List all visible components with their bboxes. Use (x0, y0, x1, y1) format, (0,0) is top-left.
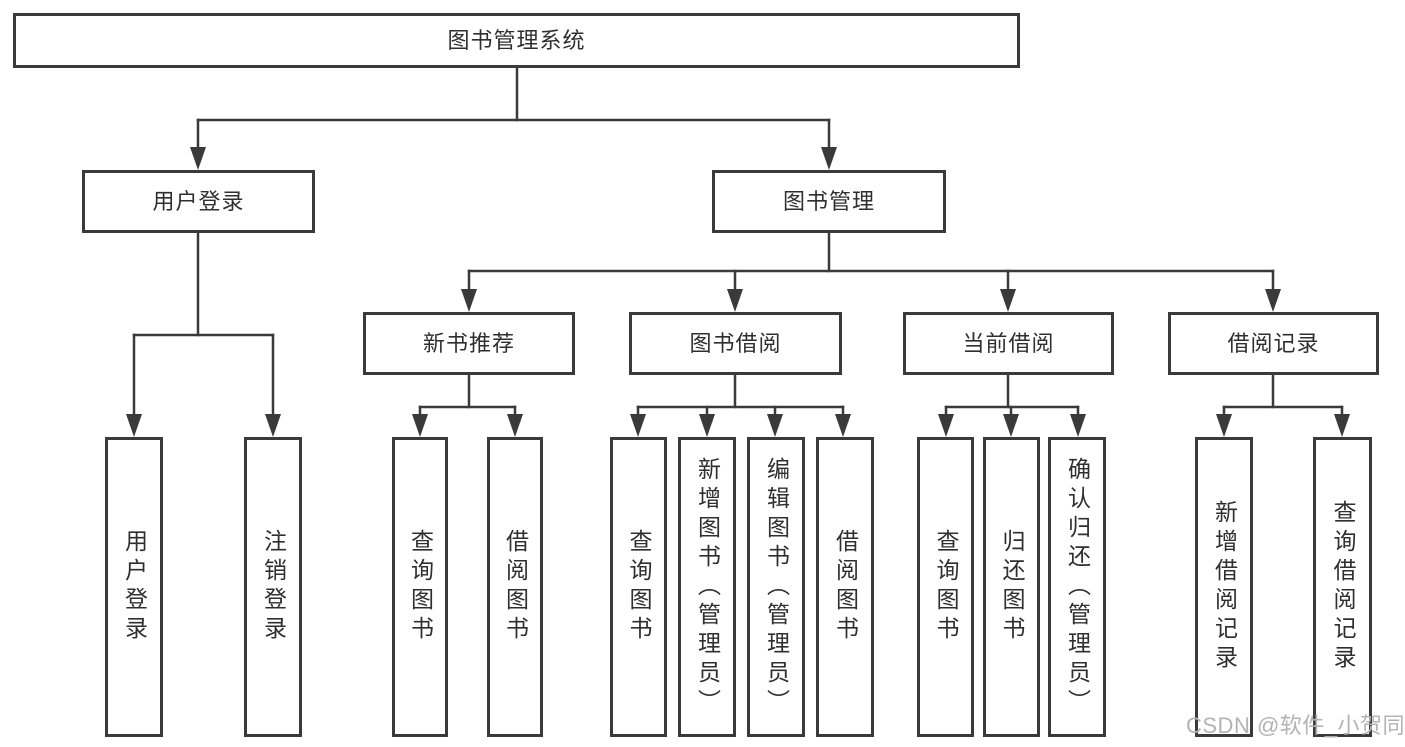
node-label: 查询图书 (626, 529, 652, 645)
leaf-cb-query-books: 查询图书 (917, 437, 974, 737)
leaf-br-query-record: 查询借阅记录 (1313, 437, 1372, 737)
watermark-text: CSDN @软件_小贺同学 (1186, 713, 1405, 738)
node-label: 查询借阅记录 (1330, 500, 1356, 674)
leaf-user-login: 用户登录 (105, 437, 163, 737)
node-label: 确认归还（管理员） (1064, 456, 1091, 718)
watermark: CSDN @软件_小贺同学 (1186, 713, 1405, 739)
node-label: 新增借阅记录 (1211, 500, 1238, 674)
node-label: 图书借阅 (689, 330, 782, 356)
node-label: 借阅图书 (832, 529, 859, 645)
node-label: 图书管理 (782, 188, 875, 214)
node-book-management: 图书管理 (712, 170, 946, 233)
node-label: 查询图书 (407, 529, 434, 645)
node-current-borrow: 当前借阅 (903, 312, 1114, 375)
leaf-bb-query-books: 查询图书 (610, 437, 667, 737)
node-library-management-system: 图书管理系统 (13, 13, 1020, 68)
leaf-bb-borrow-books: 借阅图书 (816, 437, 874, 737)
node-book-borrow: 图书借阅 (629, 312, 842, 375)
arrowhead-icons (126, 147, 1350, 437)
node-label: 注销登录 (260, 529, 287, 645)
leaf-bb-edit-book-admin: 编辑图书（管理员） (747, 437, 805, 737)
leaf-cb-return-books: 归还图书 (983, 437, 1040, 737)
node-label: 图书管理系统 (447, 27, 586, 53)
node-label: 归还图书 (999, 529, 1025, 645)
node-label: 用户登录 (152, 188, 245, 214)
node-label: 新增图书（管理员） (694, 456, 721, 718)
node-label: 借阅图书 (502, 529, 529, 645)
leaf-bb-add-book-admin: 新增图书（管理员） (678, 437, 736, 737)
node-label: 借阅记录 (1227, 330, 1320, 356)
node-label: 当前借阅 (962, 330, 1055, 356)
node-label: 新书推荐 (422, 330, 515, 356)
leaf-nbr-borrow-books: 借阅图书 (487, 437, 543, 737)
leaf-cb-confirm-return-admin: 确认归还（管理员） (1048, 437, 1106, 737)
node-new-book-recommend: 新书推荐 (363, 312, 575, 375)
node-label: 编辑图书（管理员） (763, 456, 790, 718)
leaf-br-add-record: 新增借阅记录 (1195, 437, 1253, 737)
node-label: 查询图书 (933, 529, 959, 645)
node-borrow-records: 借阅记录 (1168, 312, 1379, 375)
node-user-login: 用户登录 (82, 170, 315, 233)
leaf-nbr-query-books: 查询图书 (392, 437, 448, 737)
node-label: 用户登录 (121, 529, 148, 645)
leaf-logout: 注销登录 (244, 437, 302, 737)
